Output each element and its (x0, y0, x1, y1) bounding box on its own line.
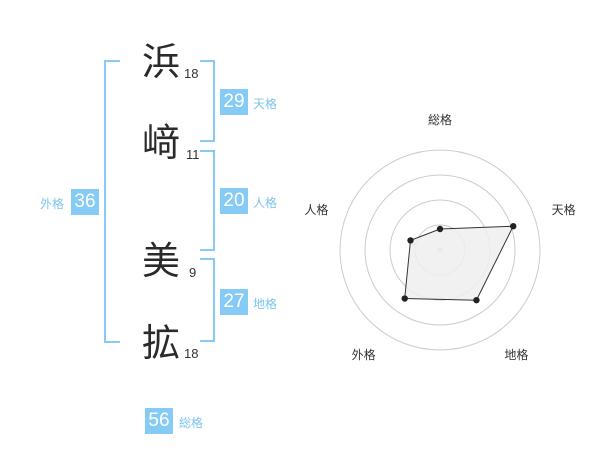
name-char-2: 﨑 (142, 121, 181, 165)
stroke-count-2: 11 (186, 147, 200, 162)
radar-point-5 (407, 237, 414, 244)
radar-point-2 (510, 223, 517, 230)
name-char-3: 美 (142, 239, 181, 283)
radar-series-polygon (404, 225, 515, 301)
gaikaku-label: 外格 (40, 197, 65, 211)
radar-grid-ring-4 (339, 149, 541, 351)
jinkaku-label: 人格 (253, 196, 278, 210)
radar-axis-label-5: 人格 (304, 202, 328, 217)
radar-point-3 (473, 296, 480, 304)
radar-point-1 (436, 225, 444, 233)
radar-axis-label-4: 外格 (352, 347, 376, 362)
jinkaku-bracket (200, 150, 215, 251)
name-char-1: 浜 (142, 40, 181, 84)
stroke-count-1: 18 (184, 66, 199, 81)
gaikaku-value-badge: 36 (71, 189, 99, 215)
soukaku-label: 総格 (179, 416, 204, 430)
radar-axis-label-2: 天格 (552, 202, 576, 217)
radar-point-4 (401, 295, 408, 302)
tenkaku-value-badge: 29 (220, 89, 248, 115)
chikaku-label: 地格 (253, 297, 278, 311)
chikaku-bracket (200, 258, 215, 342)
name-char-4: 拡 (142, 321, 181, 365)
chikaku-value-badge: 27 (220, 289, 248, 315)
radar-axis-label-3: 地格 (504, 347, 528, 362)
tenkaku-label: 天格 (253, 97, 278, 111)
stroke-count-4: 18 (184, 346, 199, 361)
tenkaku-bracket (200, 60, 215, 142)
gaikaku-bracket (104, 60, 120, 343)
radar-axis-label-1: 総格 (428, 112, 452, 127)
soukaku-value-badge: 56 (145, 408, 173, 434)
radar-grid-ring-3 (364, 174, 516, 326)
stroke-count-3: 9 (189, 265, 197, 280)
jinkaku-value-badge: 20 (220, 188, 248, 214)
